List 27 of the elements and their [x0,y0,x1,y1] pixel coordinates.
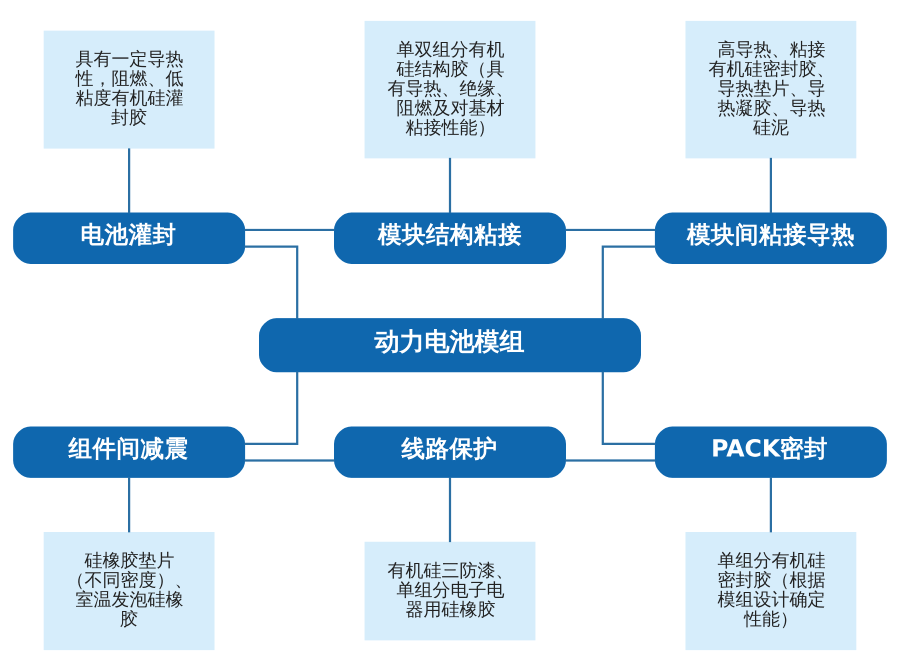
node-box: 有机硅三防漆、单组分电子电器用硅橡胶 [364,542,536,640]
connector [128,148,130,214]
node-box: 单组分有机硅密封胶（根据模组设计确定性能） [685,532,856,650]
connector [602,245,656,319]
connector [448,158,452,214]
node-box: 硅橡胶垫片（不同密度）、室温发泡硅橡胶 [44,532,215,650]
node-box: 模块间粘接导热 [654,212,887,264]
connector [244,228,335,232]
connector [244,459,335,462]
connector [565,228,656,232]
connector [770,478,772,532]
node-box: 动力电池模组 [259,318,641,372]
connector [128,478,130,532]
node-box: 线路保护 [334,426,566,478]
node-box: 具有一定导热性，阻燃、低粘度有机硅灌封胶 [44,30,215,149]
connector [244,372,298,445]
node-box: PACK密封 [654,426,887,478]
node-box: 电池灌封 [13,212,246,264]
node-box: 高导热、粘接有机硅密封胶、导热垫片、导热凝胶、导热硅泥 [685,20,856,158]
node-box: 组件间减震 [13,426,246,478]
connector [244,245,298,319]
connector [565,459,656,462]
node-box: 单双组分有机硅结构胶（具有导热、绝缘、阻燃及对基材粘接性能） [364,20,536,158]
connector [770,158,772,214]
connector [448,478,452,542]
connector [602,372,656,445]
node-box: 模块结构粘接 [334,212,566,264]
